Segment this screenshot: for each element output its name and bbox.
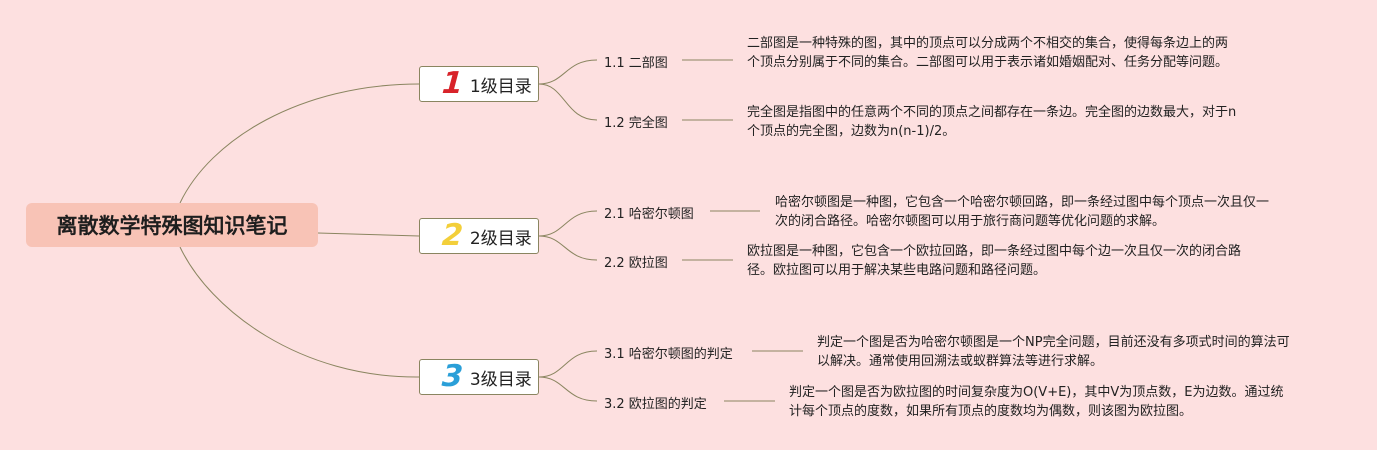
connector-root-branch-1 [179, 83, 420, 204]
leaf-topic-1-2[interactable]: 1.2 完全图 [604, 116, 668, 131]
connector-branch-1-leaf-1 [538, 59, 598, 85]
branch-topic-1[interactable]: 1 1级目录 [419, 66, 539, 102]
leaf-description-2-1: 哈密尔顿图是一种图，它包含一个哈密尔顿回路，即一条经过图中每个顶点一次且仅一次的… [775, 195, 1270, 229]
connector-root-branch-3 [179, 246, 420, 378]
leaf-description-3-1: 判定一个图是否为哈密尔顿图是一个NP完全问题，目前还没有多项式时间的算法可以解决… [817, 335, 1290, 369]
leaf-topic-2-1[interactable]: 2.1 哈密尔顿图 [604, 207, 694, 222]
number-1-icon: 1 [440, 66, 465, 101]
branch-label: 3级目录 [469, 369, 532, 390]
connector-branch-2-leaf-2 [538, 235, 598, 261]
root-topic[interactable]: 离散数学特殊图知识笔记 [26, 203, 318, 247]
leaf-description-2-2: 欧拉图是一种图，它包含一个欧拉回路，即一条经过图中每个边一次且仅一次的闭合路径。… [747, 244, 1242, 278]
branch-topic-3[interactable]: 3 3级目录 [419, 359, 539, 395]
leaf-topic-1-1[interactable]: 1.1 二部图 [604, 56, 668, 71]
connector-root-branch-2 [317, 232, 420, 237]
leaf-description-1-2: 完全图是指图中的任意两个不同的顶点之间都存在一条边。完全图的边数最大，对于n个顶… [747, 105, 1237, 139]
leaf-description-1-1: 二部图是一种特殊的图，其中的顶点可以分成两个不相交的集合，使得每条边上的两个顶点… [747, 36, 1229, 70]
number-3-icon: 3 [440, 359, 465, 394]
branch-label: 1级目录 [469, 76, 532, 97]
branch-label: 2级目录 [469, 228, 532, 249]
connector-branch-3-leaf-1 [538, 350, 598, 378]
branch-topic-2[interactable]: 2 2级目录 [419, 218, 539, 254]
root-title: 离散数学特殊图知识笔记 [56, 214, 288, 238]
connector-branch-3-leaf-2 [538, 376, 598, 402]
leaf-topic-2-2[interactable]: 2.2 欧拉图 [604, 256, 668, 271]
leaf-topic-3-1[interactable]: 3.1 哈密尔顿图的判定 [604, 347, 733, 362]
number-2-icon: 2 [440, 218, 465, 253]
connector-branch-2-leaf-1 [538, 210, 598, 237]
leaf-topic-3-2[interactable]: 3.2 欧拉图的判定 [604, 397, 707, 412]
leaf-description-3-2: 判定一个图是否为欧拉图的时间复杂度为O(V+E)，其中V为顶点数，E为边数。通过… [789, 385, 1284, 419]
connector-branch-1-leaf-2 [538, 83, 598, 121]
